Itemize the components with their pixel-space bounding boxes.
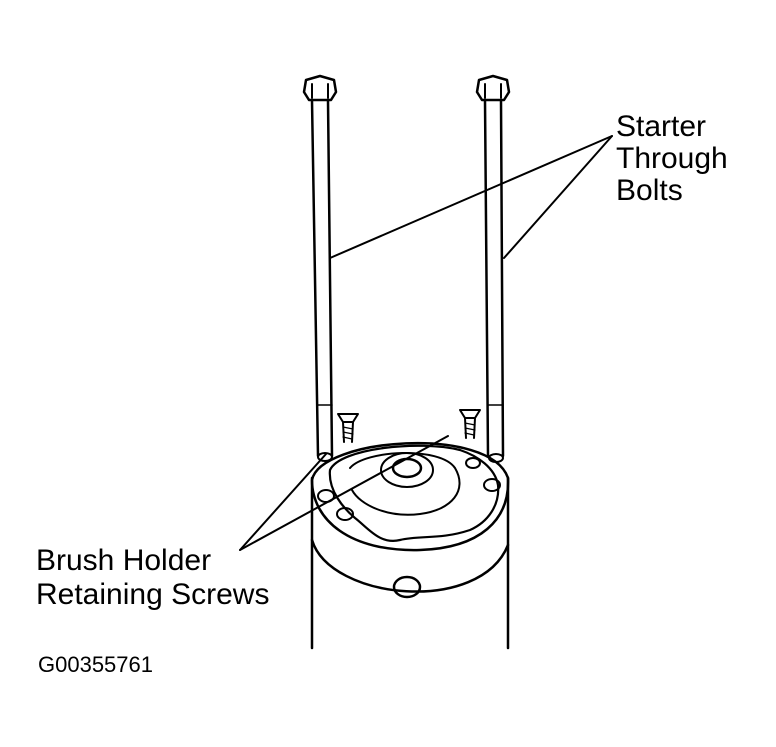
callout-through-bolts-line3: Bolts: [616, 174, 683, 207]
retaining-screw-right: [459, 409, 481, 439]
starter-housing: [310, 441, 510, 650]
figure-id: G00355761: [38, 652, 153, 677]
callout-brush-holder-line1: Brush Holder: [36, 544, 211, 577]
retaining-screw-left: [337, 413, 359, 443]
leader-lines: [239, 135, 613, 551]
callout-brush-holder-line2: Retaining Screws: [36, 578, 269, 611]
through-bolt-left: [302, 74, 338, 458]
callout-through-bolts-line1: Starter: [616, 110, 706, 143]
callout-through-bolts-line2: Through: [616, 142, 728, 175]
through-bolt-right: [475, 74, 511, 458]
brush-holder-plate: [317, 444, 504, 542]
